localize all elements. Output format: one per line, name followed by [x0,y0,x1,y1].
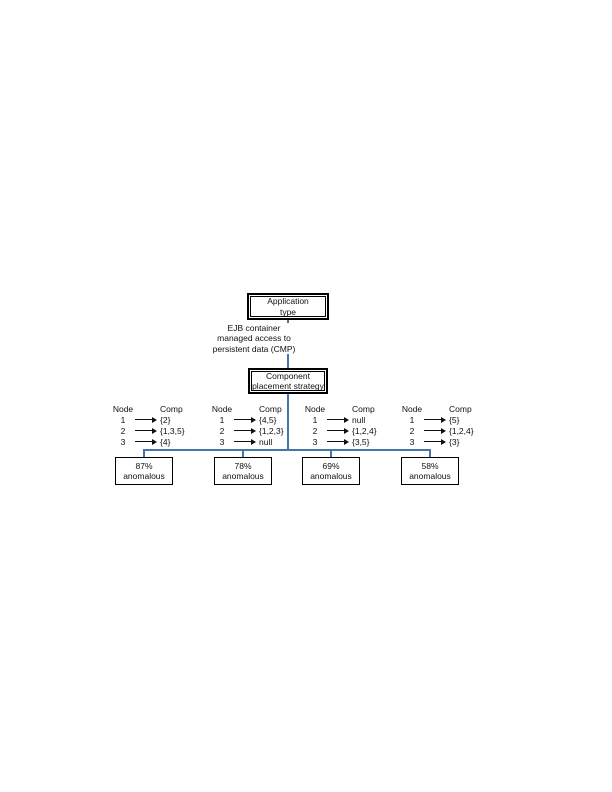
edge-label-line2: managed access to [217,333,291,344]
node-id: 2 [312,425,318,436]
right-arrow-icon [234,415,256,424]
placement-table-2: Node Comp 1 {4,5} 2 {1,2,3} 3 null [211,403,303,447]
application-type-line1: Application [267,296,309,306]
result-box-3: 69% anomalous [302,457,360,485]
application-type-line2: type [279,306,297,317]
comp-column-header: Comp [352,403,375,414]
anomalous-percent: 87% [135,460,153,471]
table-row: 1 {2} [112,414,204,425]
table-header-row: Node Comp [401,403,493,414]
node-id: 2 [120,425,126,436]
comp-set: {5} [449,414,460,425]
branch-drop-4 [429,449,431,458]
node-id: 1 [120,414,126,425]
branch-horizontal-connector [143,449,431,451]
node-id: 3 [312,436,318,447]
result-box-4: 58% anomalous [401,457,459,485]
table-row: 3 null [211,436,303,447]
branch-drop-2 [242,449,244,458]
component-placement-strategy-box: Component placement strategy [248,368,328,394]
branch-drop-1 [143,449,145,458]
right-arrow-icon [424,415,446,424]
strategy-stem-connector [287,394,289,449]
right-arrow-icon [135,426,157,435]
result-box-1: 87% anomalous [115,457,173,485]
anomalous-percent: 58% [421,460,439,471]
anomalous-percent: 69% [322,460,340,471]
placement-table-4: Node Comp 1 {5} 2 {1,2,4} 3 {3} [401,403,493,447]
node-id: 3 [120,436,126,447]
comp-set: {4} [160,436,171,447]
node-id: 1 [219,414,225,425]
table-row: 2 {1,2,4} [401,425,493,436]
comp-set: null [259,436,273,447]
node-id: 3 [219,436,225,447]
anomalous-label: anomalous [222,471,264,481]
edge-label-line1: EJB container [227,323,281,333]
result-box-2: 78% anomalous [214,457,272,485]
right-arrow-icon [234,437,256,446]
anomalous-label: anomalous [123,471,165,481]
placement-table-1: Node Comp 1 {2} 2 {1,3,5} 3 {4} [112,403,204,447]
table-row: 1 {5} [401,414,493,425]
edge-label: EJB container managed access to persiste… [194,323,314,355]
right-arrow-icon [135,437,157,446]
strategy-box-line2: placement strategy [252,381,324,391]
node-id: 2 [219,425,225,436]
table-row: 1 null [304,414,396,425]
comp-set: {1,2,3} [259,425,284,436]
node-id: 2 [409,425,415,436]
node-column-header: Node [304,403,326,414]
comp-set: {2} [160,414,171,425]
anomalous-label: anomalous [409,471,451,481]
node-id: 1 [409,414,415,425]
table-row: 2 {1,3,5} [112,425,204,436]
comp-set: {1,3,5} [160,425,185,436]
comp-column-header: Comp [449,403,472,414]
table-row: 2 {1,2,3} [211,425,303,436]
comp-set: null [352,414,366,425]
right-arrow-icon [327,426,349,435]
table-row: 3 {4} [112,436,204,447]
right-arrow-icon [327,437,349,446]
comp-column-header: Comp [259,403,282,414]
right-arrow-icon [424,437,446,446]
edge-label-line3: persistent data (CMP) [212,343,296,354]
table-row: 1 {4,5} [211,414,303,425]
right-arrow-icon [135,415,157,424]
anomalous-label: anomalous [310,471,352,481]
node-column-header: Node [401,403,423,414]
node-id: 3 [409,436,415,447]
comp-set: {1,2,4} [352,425,377,436]
comp-set: {4,5} [259,414,277,425]
node-id: 1 [312,414,318,425]
table-header-row: Node Comp [211,403,303,414]
right-arrow-icon [327,415,349,424]
branch-drop-3 [330,449,332,458]
right-arrow-icon [234,426,256,435]
right-arrow-icon [424,426,446,435]
table-header-row: Node Comp [304,403,396,414]
anomalous-percent: 78% [234,460,252,471]
table-row: 2 {1,2,4} [304,425,396,436]
comp-column-header: Comp [160,403,183,414]
node-column-header: Node [211,403,233,414]
table-row: 3 {3,5} [304,436,396,447]
application-type-box: Application type [247,293,329,320]
table-row: 3 {3} [401,436,493,447]
placement-table-3: Node Comp 1 null 2 {1,2,4} 3 {3,5} [304,403,396,447]
comp-set: {1,2,4} [449,425,474,436]
node-column-header: Node [112,403,134,414]
comp-set: {3} [449,436,460,447]
comp-set: {3,5} [352,436,370,447]
strategy-box-line1: Component [266,370,310,381]
table-header-row: Node Comp [112,403,204,414]
